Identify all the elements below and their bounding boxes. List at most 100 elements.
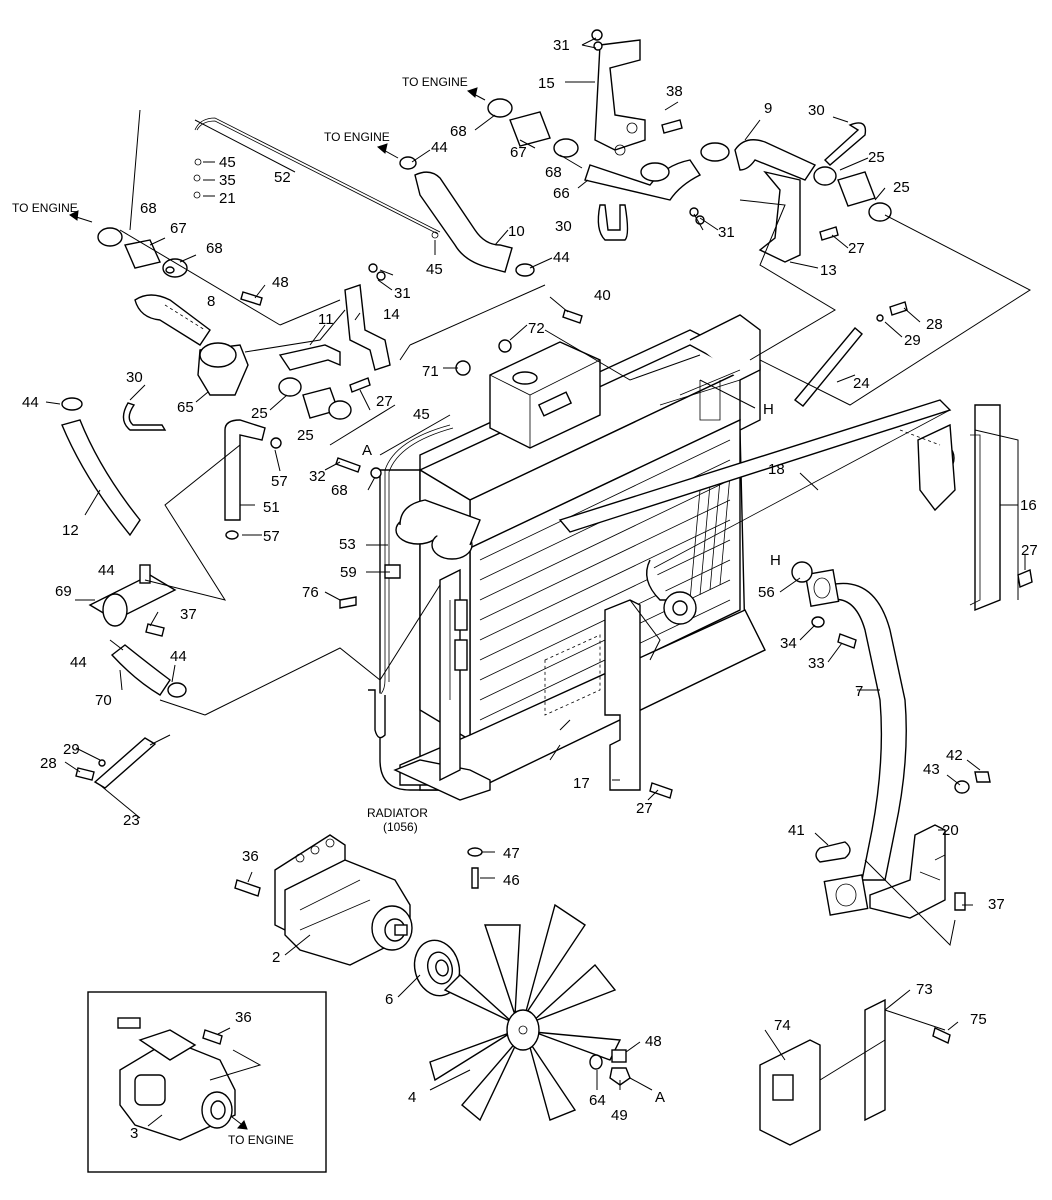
callout-73: 73 bbox=[916, 981, 933, 998]
callout-71: 71 bbox=[422, 363, 439, 380]
callout-28-b: 28 bbox=[40, 755, 57, 772]
callout-13: 13 bbox=[820, 262, 837, 279]
radiator-label: RADIATOR bbox=[367, 806, 428, 820]
callout-72: 72 bbox=[528, 320, 545, 337]
callout-31-b: 31 bbox=[718, 224, 735, 241]
callout-numbers: 31 15 38 9 30 68 67 68 66 44 25 25 10 30… bbox=[22, 37, 1038, 1142]
hose-25 bbox=[837, 171, 876, 207]
bracket-20 bbox=[869, 824, 946, 919]
callout-25-d: 25 bbox=[297, 427, 314, 444]
plate-73 bbox=[864, 998, 886, 1122]
coupling-6 bbox=[413, 939, 461, 997]
bracket-24 bbox=[793, 327, 863, 407]
callout-11: 11 bbox=[318, 311, 334, 328]
callout-44-e: 44 bbox=[70, 654, 87, 671]
elbow-8 bbox=[134, 294, 211, 346]
bracket-14 bbox=[344, 284, 391, 371]
callout-69: 69 bbox=[55, 583, 72, 600]
callout-31-c: 31 bbox=[394, 285, 411, 302]
tube-52 bbox=[194, 117, 441, 233]
callout-48-b: 48 bbox=[645, 1033, 662, 1050]
hose-9 bbox=[734, 139, 817, 181]
callout-44-a: 44 bbox=[431, 139, 448, 156]
callout-57-a: 57 bbox=[271, 473, 288, 490]
callout-45-b: 45 bbox=[426, 261, 443, 278]
callout-A-b: A bbox=[655, 1089, 665, 1106]
bracket-17 bbox=[604, 599, 641, 791]
inset-pump-box bbox=[87, 991, 327, 1173]
callout-37-a: 37 bbox=[180, 606, 197, 623]
callout-67-a: 67 bbox=[510, 144, 527, 161]
callout-70: 70 bbox=[95, 692, 112, 709]
bracket-11 bbox=[278, 344, 341, 371]
callout-47: 47 bbox=[503, 845, 520, 862]
callout-32: 32 bbox=[309, 468, 326, 485]
callout-42: 42 bbox=[946, 747, 963, 764]
arrows bbox=[69, 87, 486, 1130]
callout-44-c: 44 bbox=[22, 394, 39, 411]
callout-A-a: A bbox=[362, 442, 372, 459]
callout-27-a: 27 bbox=[848, 240, 865, 257]
callout-31-a: 31 bbox=[553, 37, 570, 54]
callout-65: 65 bbox=[177, 399, 194, 416]
fasteners bbox=[75, 29, 1033, 1045]
callout-68-e: 68 bbox=[331, 482, 348, 499]
leader-lines bbox=[45, 37, 1032, 1127]
callout-6: 6 bbox=[385, 991, 393, 1008]
callout-28-a: 28 bbox=[926, 316, 943, 333]
note-to-engine-top: TO ENGINE bbox=[402, 75, 468, 89]
callout-25-c: 25 bbox=[251, 405, 268, 422]
callout-8: 8 bbox=[207, 293, 215, 310]
callout-43: 43 bbox=[923, 761, 940, 778]
radiator-assembly bbox=[379, 314, 956, 801]
callout-21: 21 bbox=[219, 190, 236, 207]
callout-23: 23 bbox=[123, 812, 140, 829]
callout-25-b: 25 bbox=[893, 179, 910, 196]
callout-68-d: 68 bbox=[206, 240, 223, 257]
callout-74: 74 bbox=[774, 1017, 791, 1034]
note-to-engine-inset: TO ENGINE bbox=[228, 1133, 294, 1147]
callout-34: 34 bbox=[780, 635, 797, 652]
callout-46: 46 bbox=[503, 872, 520, 889]
callout-27-c: 27 bbox=[1021, 542, 1038, 559]
callout-36-b: 36 bbox=[235, 1009, 252, 1026]
radiator-model: (1056) bbox=[383, 820, 418, 834]
hydraulic-pump-2 bbox=[274, 834, 413, 966]
callout-29-b: 29 bbox=[63, 741, 80, 758]
bracket-16 bbox=[974, 404, 1001, 612]
callout-25-a: 25 bbox=[868, 149, 885, 166]
callout-53: 53 bbox=[339, 536, 356, 553]
hose-70 bbox=[110, 644, 171, 696]
callout-51: 51 bbox=[263, 499, 280, 516]
hose-66 bbox=[584, 159, 702, 201]
callout-45-c: 45 bbox=[413, 406, 430, 423]
callout-45-a: 45 bbox=[219, 154, 236, 171]
callout-30-c: 30 bbox=[126, 369, 143, 386]
callout-4: 4 bbox=[408, 1089, 416, 1106]
callout-44-b: 44 bbox=[553, 249, 570, 266]
callout-20: 20 bbox=[942, 822, 959, 839]
hose-67-top bbox=[509, 111, 551, 147]
note-to-engine-mid: TO ENGINE bbox=[324, 130, 390, 144]
callout-68-a: 68 bbox=[450, 123, 467, 140]
cooling-fan-4 bbox=[429, 903, 622, 1122]
callout-27-b: 27 bbox=[376, 393, 393, 410]
callout-56: 56 bbox=[758, 584, 775, 601]
hose-10 bbox=[414, 171, 513, 273]
callout-12: 12 bbox=[62, 522, 79, 539]
callout-2: 2 bbox=[272, 949, 280, 966]
callout-37-b: 37 bbox=[988, 896, 1005, 913]
callout-44-f: 44 bbox=[170, 648, 187, 665]
callout-27-d: 27 bbox=[636, 800, 653, 817]
hose-67-left bbox=[124, 239, 161, 269]
callout-49: 49 bbox=[611, 1107, 628, 1124]
callout-40: 40 bbox=[594, 287, 611, 304]
pipe-7 bbox=[804, 569, 907, 916]
note-to-engine-left: TO ENGINE bbox=[12, 201, 78, 215]
callout-9: 9 bbox=[764, 100, 772, 117]
callout-35: 35 bbox=[219, 172, 236, 189]
callout-10: 10 bbox=[508, 223, 525, 240]
callout-H-a: H bbox=[763, 401, 774, 418]
hose-51 bbox=[224, 419, 266, 521]
